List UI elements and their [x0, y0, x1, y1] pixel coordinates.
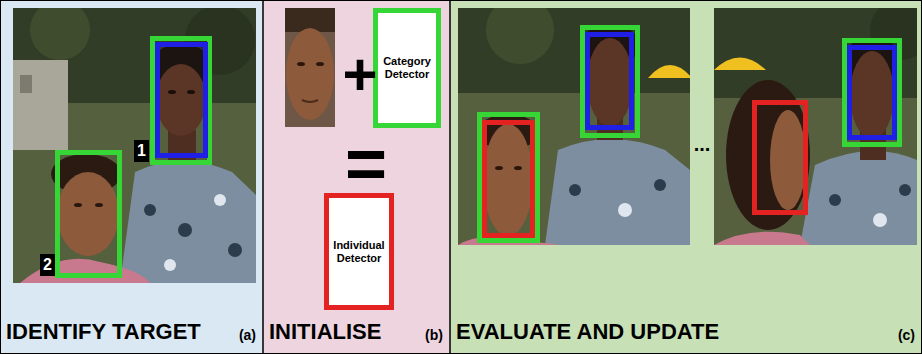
photo — [285, 8, 335, 127]
target-box — [850, 48, 895, 138]
panel-ground — [263, 0, 450, 354]
category-detector-box: Category Detector — [373, 8, 441, 128]
category-box — [583, 28, 638, 136]
panel-divider — [449, 0, 451, 354]
panel-title: INITIALISE — [269, 320, 381, 344]
photo — [13, 8, 256, 283]
individual-box — [485, 123, 533, 236]
caption-row: INITIALISE (b) — [269, 320, 443, 344]
callout-number: 2 — [40, 254, 55, 276]
category-box — [480, 115, 538, 241]
ellipsis: ... — [690, 132, 714, 156]
panel-title: IDENTIFY TARGET — [6, 320, 201, 344]
box-label: Category Detector — [380, 55, 434, 80]
panel-letter: (b) — [425, 328, 443, 344]
category-box — [845, 41, 900, 145]
panel-letter: (c) — [898, 328, 915, 344]
individual-detector-box: Individual Detector — [324, 193, 394, 310]
panel-letter: (a) — [239, 328, 256, 344]
panel-divider — [262, 0, 264, 354]
target-box — [158, 45, 206, 156]
caption-row: EVALUATE AND UPDATE (c) — [456, 320, 915, 344]
category-box — [58, 153, 120, 276]
target-box — [588, 35, 632, 128]
plus-sign: + — [340, 45, 380, 105]
box-label: Individual Detector — [331, 239, 387, 264]
panel-ground — [0, 0, 263, 354]
individual-box — [755, 103, 806, 213]
panel: IDENTIFY TARGET (a) — [0, 0, 263, 354]
panel-title: EVALUATE AND UPDATE — [456, 320, 719, 344]
callout-number: 1 — [134, 140, 149, 162]
panel: EVALUATE AND UPDATE (c) — [450, 0, 922, 354]
caption-row: IDENTIFY TARGET (a) — [6, 320, 256, 344]
photo — [714, 8, 917, 245]
category-box — [153, 39, 210, 163]
photo — [458, 8, 690, 245]
equals-sign: = — [340, 135, 392, 191]
